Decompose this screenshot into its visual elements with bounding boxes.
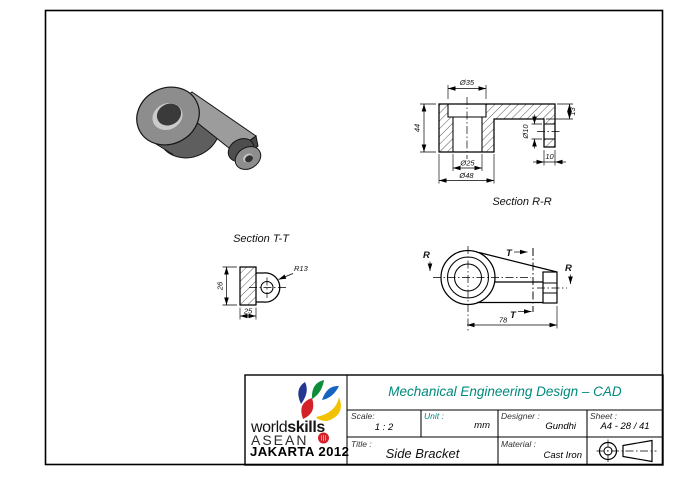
logo-petal-navy	[298, 382, 307, 404]
projection-cone	[622, 439, 653, 463]
dim-h44: 44	[413, 124, 422, 132]
boss-counterbore-circle	[446, 256, 490, 299]
dim-w10: 10	[545, 152, 554, 161]
dim-d25: Ø25	[459, 159, 475, 168]
title-label: Title :	[351, 439, 372, 449]
material-value: Cast Iron	[543, 450, 582, 461]
unit-label: Unit :	[424, 411, 444, 421]
unit-value: mm	[474, 420, 490, 431]
dim-h26: 26	[216, 281, 225, 291]
sheet-value: A4 - 28 / 41	[600, 421, 650, 432]
lug-end	[542, 271, 558, 304]
section-rr-label: Section R-R	[492, 196, 551, 208]
dim-r13: R13	[294, 264, 309, 273]
scale-label: Scale:	[351, 411, 375, 421]
section-tt-label: Section T-T	[233, 233, 290, 245]
logo-skills-text: skills	[287, 419, 325, 436]
section-rr-hatch	[439, 104, 555, 152]
scale-value: 1 : 2	[374, 422, 394, 433]
dim-d35: Ø35	[459, 78, 475, 87]
title-block-grid	[244, 374, 664, 466]
front-view: 78 R R T T	[423, 246, 573, 331]
section-tt-view: 26 25 R13 Section T-T	[216, 233, 309, 320]
section-rr-outline	[438, 103, 556, 153]
logo-petal-blue	[322, 385, 339, 400]
logo-petal-red	[301, 398, 314, 419]
projection-symbol	[596, 439, 657, 463]
designer-value: Gundhi	[545, 421, 576, 432]
marker-t-top: T	[506, 248, 513, 259]
project-title: Mechanical Engineering Design – CAD	[388, 384, 622, 399]
title-value: Side Bracket	[385, 446, 460, 461]
logo-event-text: JAKARTA 2012	[250, 444, 350, 459]
dim-t13: 13	[568, 107, 577, 116]
dim-d48: Ø48	[458, 171, 474, 180]
logo-petal-green	[311, 380, 324, 399]
marker-t-bottom: T	[510, 310, 517, 321]
marker-r-right: R	[565, 263, 572, 274]
dim-w25: 25	[243, 307, 253, 316]
logo-asean-text: ASEAN	[251, 432, 309, 448]
logo-swoosh-yellow	[316, 397, 341, 421]
dim-d10: Ø10	[521, 124, 530, 140]
section-rr-view: Ø35 44 Ø25 Ø48 Ø10 13 10 Section R-R	[413, 78, 578, 208]
marker-r-left: R	[423, 250, 430, 261]
boss-outer-circle	[440, 249, 496, 306]
designer-label: Designer :	[501, 411, 540, 421]
worldskills-logo-mark	[298, 380, 341, 444]
sheet-label: Sheet :	[590, 411, 617, 421]
isometric-view	[136, 86, 262, 170]
section-tt-body	[239, 266, 257, 306]
logo-worldskills: worldskills	[251, 419, 325, 437]
logo-world-text: world	[251, 419, 288, 436]
material-label: Material :	[501, 439, 536, 449]
boss-hole-circle	[453, 263, 483, 292]
dim-len78: 78	[499, 316, 508, 325]
